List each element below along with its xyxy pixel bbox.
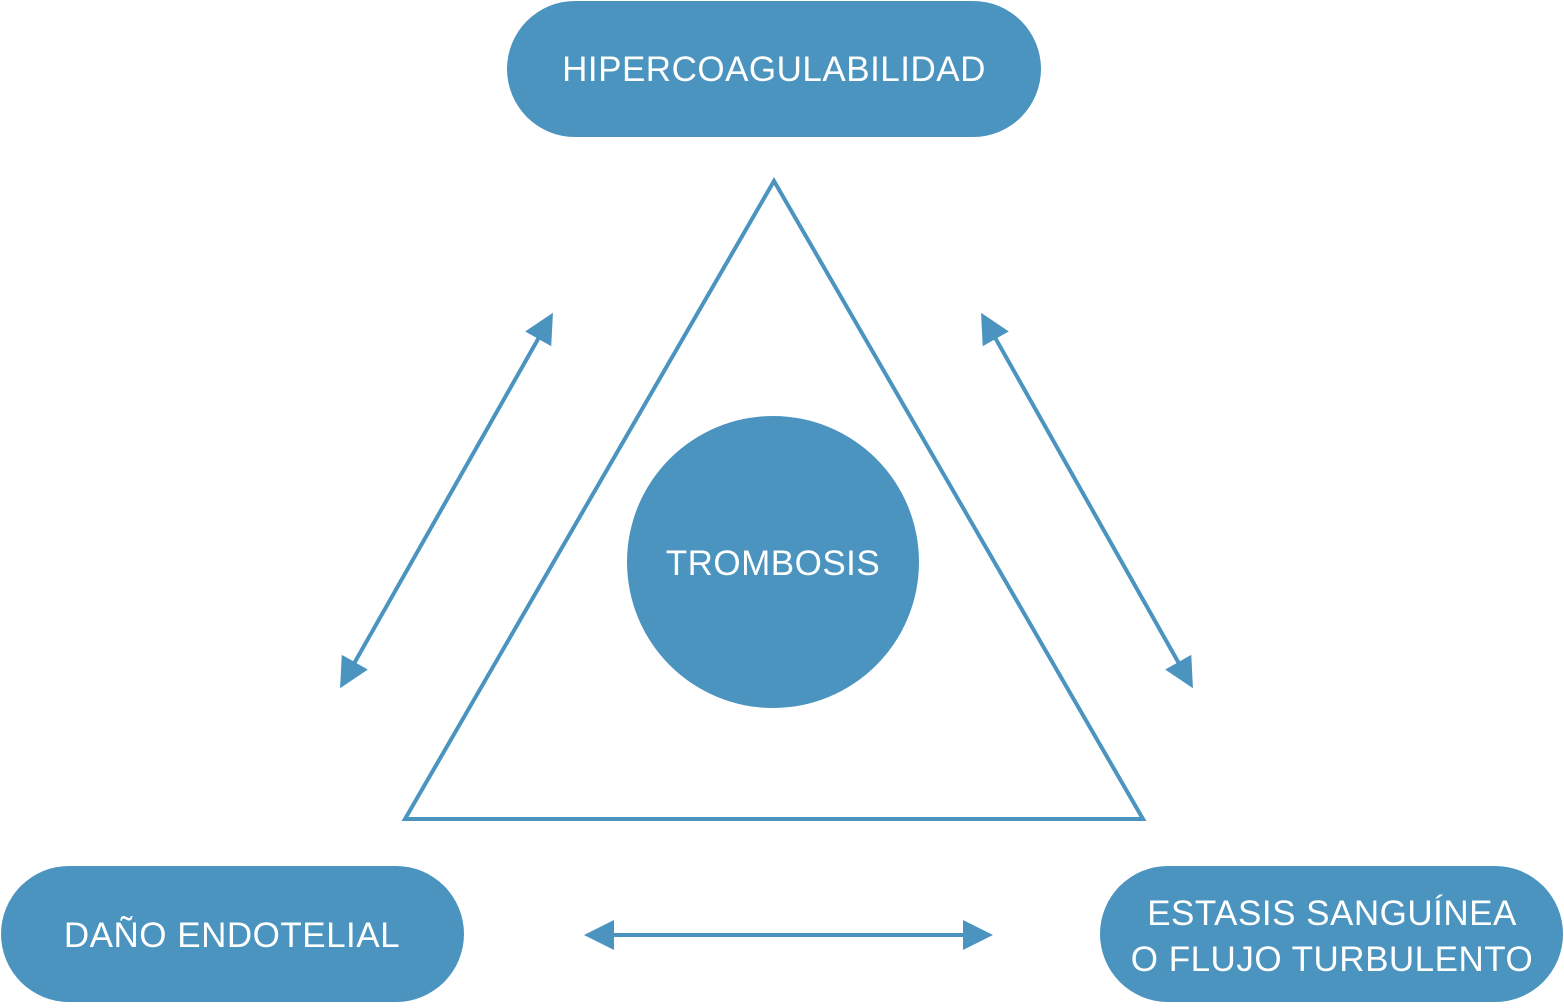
top-pill (507, 1, 1041, 137)
right-label-line1: ESTASIS SANGUÍNEA (1147, 894, 1517, 933)
left-pill (1, 866, 464, 1002)
right-label-line2: O FLUJO TURBULENTO (1131, 940, 1534, 979)
right-pill (1100, 866, 1563, 1002)
top-label: HIPERCOAGULABILIDAD (562, 50, 986, 89)
left-label: DAÑO ENDOTELIAL (64, 916, 400, 955)
center-circle (627, 416, 919, 708)
left-node-dano-endotelial: DAÑO ENDOTELIAL (1, 866, 464, 1002)
top-node-hipercoagulabilidad: HIPERCOAGULABILIDAD (507, 1, 1041, 137)
right-double-arrow (981, 312, 1193, 689)
center-node-trombosis: TROMBOSIS (627, 416, 919, 708)
left-double-arrow (340, 312, 553, 689)
triangle-outline (401, 177, 1147, 821)
right-node-estasis: ESTASIS SANGUÍNEA O FLUJO TURBULENTO (1100, 866, 1563, 1002)
center-label: TROMBOSIS (666, 544, 881, 583)
